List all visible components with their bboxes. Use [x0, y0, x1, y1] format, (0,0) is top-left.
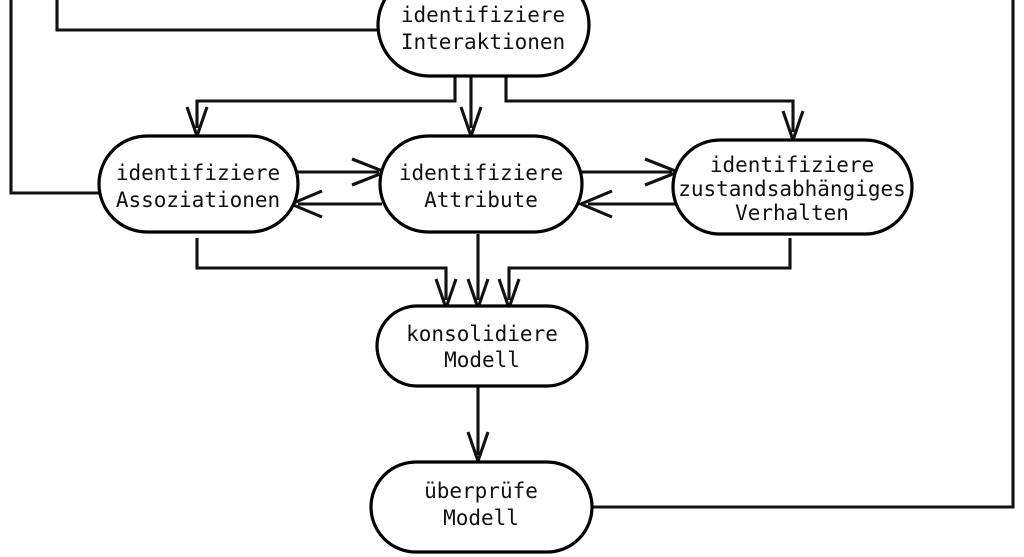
node-verhalten-line1: identifiziere — [710, 153, 874, 177]
edge-feedback-left-to-assoziationen — [9, 0, 112, 195]
node-konsolidiere-line1: konsolidiere — [406, 322, 558, 346]
node-assoziationen[interactable]: identifiziere Assoziationen — [97, 134, 300, 234]
node-interaktionen-line2: Interaktionen — [401, 30, 565, 54]
node-interaktionen-line1: identifiziere — [401, 3, 565, 27]
node-konsolidiere[interactable]: konsolidiere Modell — [375, 304, 589, 388]
node-ueberpruefe-line2: Modell — [443, 506, 519, 530]
node-attribute-line2: Attribute — [424, 188, 538, 212]
edge-interaktionen-to-assoziationen — [185, 76, 457, 141]
node-verhalten-line2: zustandsabhängiges — [678, 177, 906, 201]
node-ueberpruefe-line1: überprüfe — [424, 479, 538, 503]
node-assoziationen-line1: identifiziere — [116, 161, 280, 185]
edge-attribute-to-konsolidiere — [466, 234, 490, 313]
edge-ueberpruefe-feedback-right — [592, 0, 1015, 509]
edge-verhalten-to-attribute — [576, 189, 676, 219]
node-attribute-line1: identifiziere — [399, 161, 563, 185]
node-attribute[interactable]: identifiziere Attribute — [378, 134, 584, 234]
edge-assoziationen-to-konsolidiere — [195, 238, 458, 313]
node-verhalten[interactable]: identifiziere zustandsabhängiges Verhalt… — [671, 138, 914, 236]
edge-interaktionen-to-attribute — [459, 76, 483, 141]
edge-feedback-top-to-interaktionen — [55, 0, 378, 32]
edge-attribute-to-assoziationen — [286, 189, 382, 219]
edge-attribute-to-verhalten — [582, 157, 683, 187]
node-ueberpruefe[interactable]: überprüfe Modell — [369, 460, 594, 554]
node-assoziationen-line2: Assoziationen — [116, 188, 280, 212]
node-interaktionen[interactable]: identifiziere Interaktionen — [376, 0, 591, 78]
edge-konsolidiere-to-ueberpruefe — [466, 386, 490, 466]
edge-verhalten-to-konsolidiere — [497, 238, 792, 313]
node-verhalten-line3: Verhalten — [735, 201, 849, 225]
node-konsolidiere-line2: Modell — [444, 348, 520, 372]
edge-interaktionen-to-verhalten — [504, 76, 805, 145]
edge-assoziationen-to-attribute — [292, 157, 390, 187]
